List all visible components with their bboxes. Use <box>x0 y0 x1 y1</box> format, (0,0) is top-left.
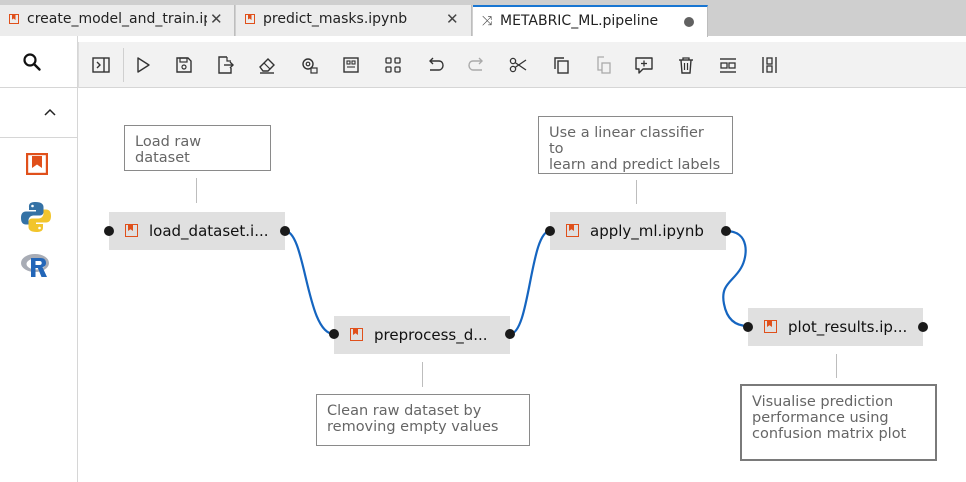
comment-load-dataset[interactable]: Load raw dataset <box>124 125 271 171</box>
save-icon[interactable] <box>174 55 194 75</box>
redo-icon[interactable] <box>467 55 487 75</box>
pipeline-links <box>284 229 749 336</box>
comment-apply-ml[interactable]: Use a linear classifier to learn and pre… <box>538 116 733 174</box>
tab-predict-masks[interactable]: predict_masks.ipynb ✕ <box>236 5 472 36</box>
pipeline-icon: ⤨ <box>482 14 493 29</box>
comment-preprocess[interactable]: Clean raw dataset by removing empty valu… <box>316 394 530 446</box>
notebook-icon[interactable] <box>26 153 48 175</box>
tab-metabric-pipeline[interactable]: ⤨ METABRIC_ML.pipeline <box>473 5 708 37</box>
output-port[interactable] <box>721 226 731 236</box>
notebook-icon <box>764 320 777 333</box>
copy-icon[interactable] <box>551 55 571 75</box>
node-plot-results[interactable]: plot_results.ip... <box>748 308 923 346</box>
search-panel <box>0 36 77 88</box>
pipeline-canvas[interactable]: Load raw dataset load_dataset.i... prepr… <box>78 88 966 482</box>
undo-icon[interactable] <box>425 55 445 75</box>
notebook-icon <box>125 224 138 237</box>
input-port[interactable] <box>104 226 114 236</box>
notebook-icon <box>350 328 363 341</box>
cut-icon[interactable] <box>508 55 528 75</box>
comment-connector <box>636 180 637 204</box>
notebook-icon <box>9 14 19 24</box>
r-icon[interactable] <box>20 252 54 280</box>
tab-label: predict_masks.ipynb <box>263 11 408 27</box>
open-panel-icon[interactable] <box>91 55 111 75</box>
search-icon[interactable] <box>22 52 42 72</box>
palette-collapse[interactable] <box>0 88 77 138</box>
comment-connector <box>836 354 837 378</box>
node-label: preprocess_d... <box>374 326 488 344</box>
node-preprocess[interactable]: preprocess_d... <box>334 316 510 354</box>
close-icon[interactable]: ✕ <box>446 10 459 28</box>
pipeline-toolbar <box>78 42 966 88</box>
close-icon[interactable]: ✕ <box>210 10 223 28</box>
tab-label: create_model_and_train.ipy <box>27 11 207 27</box>
arrange-horizontal-icon[interactable] <box>718 55 738 75</box>
input-port[interactable] <box>545 226 555 236</box>
notebook-icon <box>566 224 579 237</box>
delete-icon[interactable] <box>676 55 696 75</box>
runtimes-icon[interactable] <box>299 55 319 75</box>
comment-plot-results[interactable]: Visualise prediction performance using c… <box>740 384 937 461</box>
node-load-dataset[interactable]: load_dataset.i... <box>109 212 285 250</box>
output-port[interactable] <box>280 226 290 236</box>
node-label: apply_ml.ipynb <box>590 222 704 240</box>
node-apply-ml[interactable]: apply_ml.ipynb <box>550 212 726 250</box>
export-icon[interactable] <box>215 55 235 75</box>
clear-icon[interactable] <box>257 55 277 75</box>
output-port[interactable] <box>918 322 928 332</box>
link-load-to-preprocess[interactable] <box>284 229 335 336</box>
tab-bar: create_model_and_train.ipy ✕ predict_mas… <box>0 0 966 37</box>
components-icon[interactable] <box>341 55 361 75</box>
toolbar-separator <box>123 48 124 82</box>
run-icon[interactable] <box>133 55 153 75</box>
tab-create-model[interactable]: create_model_and_train.ipy ✕ <box>0 5 235 36</box>
notebook-icon <box>245 14 255 24</box>
unsaved-indicator-icon[interactable] <box>684 17 694 27</box>
paste-icon[interactable] <box>593 55 613 75</box>
add-comment-icon[interactable] <box>634 55 654 75</box>
node-palette-icon[interactable] <box>383 55 403 75</box>
input-port[interactable] <box>329 329 339 339</box>
chevron-up-icon[interactable] <box>44 108 56 116</box>
node-label: load_dataset.i... <box>149 222 269 240</box>
tab-label: METABRIC_ML.pipeline <box>500 13 659 29</box>
python-icon[interactable] <box>19 200 53 234</box>
palette-sidebar <box>0 36 78 482</box>
output-port[interactable] <box>505 329 515 339</box>
comment-connector <box>196 178 197 203</box>
comment-connector <box>422 362 423 387</box>
link-apply-to-plot[interactable] <box>722 229 749 328</box>
arrange-vertical-icon[interactable] <box>760 55 780 75</box>
link-preprocess-to-apply[interactable] <box>509 229 551 336</box>
input-port[interactable] <box>743 322 753 332</box>
node-label: plot_results.ip... <box>788 318 908 336</box>
